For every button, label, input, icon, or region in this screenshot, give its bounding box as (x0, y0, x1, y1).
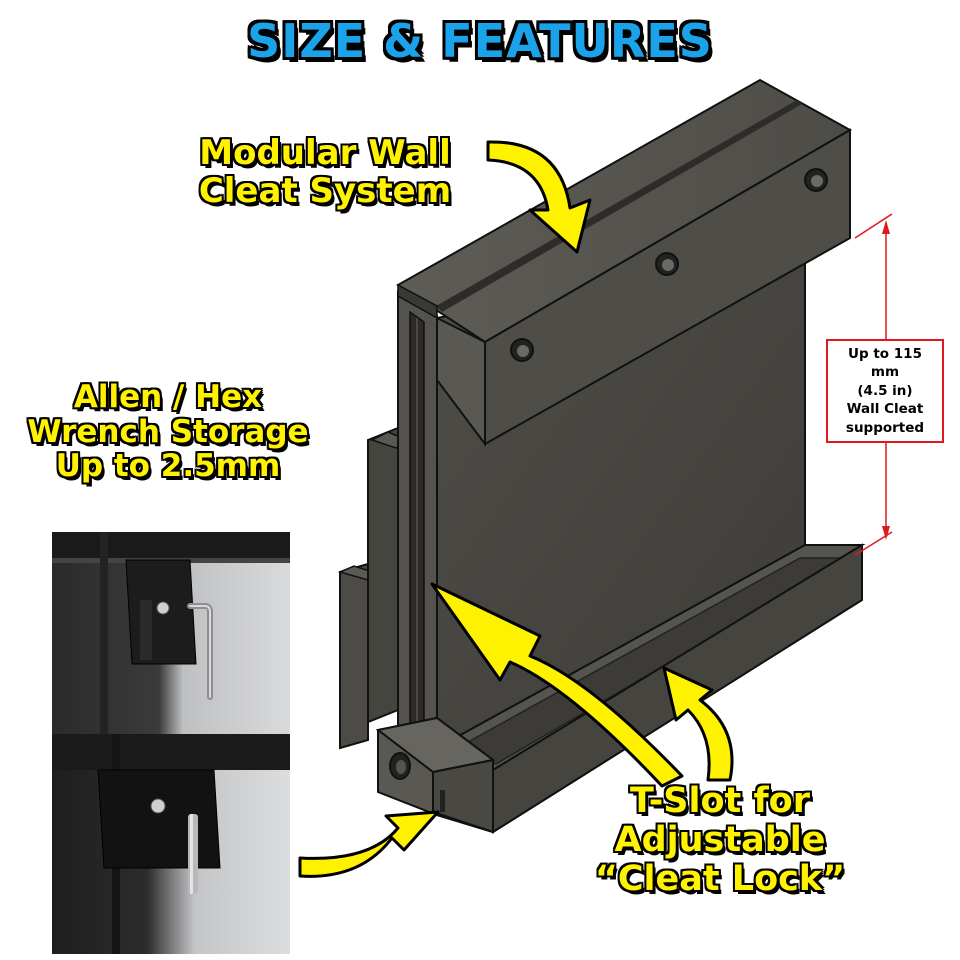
front-foot (375, 716, 496, 834)
modular-wall-callout: Modular Wall Cleat System (198, 133, 452, 212)
curved-arrow-icon (486, 140, 592, 254)
curved-arrow-icon (298, 810, 440, 878)
top-cleat (396, 78, 853, 447)
photo-top (52, 532, 290, 734)
curved-arrow-icon (430, 582, 684, 788)
allen-hex-callout: Allen / Hex Wrench Storage Up to 2.5mm (27, 379, 309, 485)
curved-arrow-icon (662, 666, 734, 782)
cleat-size-label: Up to 115 mm (4.5 in) Wall Cleat support… (826, 339, 944, 443)
tool-holder (337, 290, 438, 762)
photo-bottom (52, 734, 290, 954)
page-title: SIZE & FEATURES (247, 14, 713, 68)
dimension-arrow-icon (854, 213, 893, 556)
t-slot-callout: T-Slot for Adjustable “Cleat Lock” (594, 781, 846, 900)
